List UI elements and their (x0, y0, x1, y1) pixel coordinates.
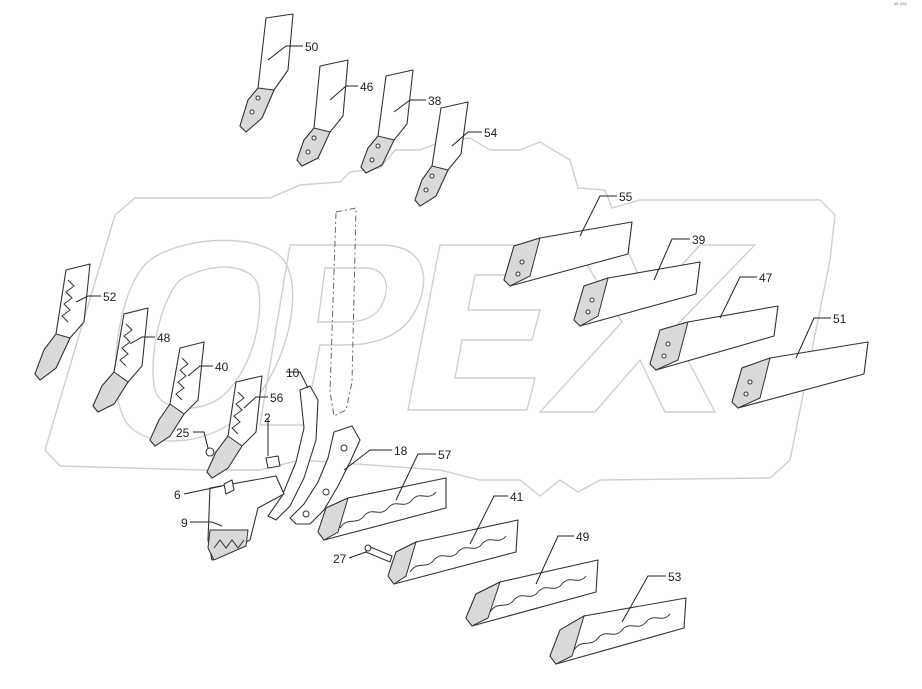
callout-6: 6 (174, 488, 181, 502)
bolt-25 (205, 447, 215, 457)
blade-39 (573, 261, 701, 327)
spike-56 (206, 375, 263, 479)
callout-41: 41 (510, 490, 524, 504)
callout-55: 55 (619, 190, 633, 204)
callout-9: 9 (181, 516, 188, 530)
blade-49 (465, 559, 599, 627)
callout-46: 46 (360, 80, 374, 94)
spike-50 (239, 13, 294, 133)
callout-27: 27 (333, 552, 347, 566)
callout-47: 47 (759, 271, 773, 285)
corner-code: ᴬᴮ·ᴬᴬᴬ (893, 2, 908, 8)
shank-dashed (329, 207, 357, 417)
callout-56: 56 (270, 391, 284, 405)
callout-51: 51 (833, 312, 847, 326)
callout-2: 2 (264, 411, 271, 425)
spike-48 (92, 307, 149, 413)
part-10 (267, 385, 319, 521)
bolt-27 (364, 544, 393, 563)
blade-47 (649, 305, 779, 371)
callout-40: 40 (215, 360, 229, 374)
callout-38: 38 (428, 94, 442, 108)
blade-55 (503, 221, 633, 287)
blade-51 (731, 341, 869, 409)
spike-38 (360, 69, 414, 174)
part-9 (207, 475, 285, 561)
spike-40 (149, 341, 205, 447)
callout-53: 53 (668, 570, 682, 584)
spike-54 (414, 101, 469, 207)
part-18 (289, 425, 361, 525)
callout-48: 48 (157, 331, 171, 345)
blade-53 (549, 597, 687, 665)
bolt-6 (223, 479, 235, 495)
callout-labels: 50 46 38 54 55 39 47 51 52 48 40 56 10 2… (103, 40, 847, 584)
callout-49: 49 (576, 530, 590, 544)
leader-lines (75, 45, 831, 623)
callout-39: 39 (692, 233, 706, 247)
callout-25: 25 (176, 426, 190, 440)
callout-52: 52 (103, 290, 117, 304)
callout-50: 50 (305, 40, 319, 54)
callout-57: 57 (438, 448, 452, 462)
callout-10: 10 (286, 366, 300, 380)
callout-54: 54 (484, 126, 498, 140)
bolt-2 (265, 455, 281, 469)
blade-57 (317, 477, 447, 541)
blade-41 (387, 519, 519, 585)
callout-18: 18 (394, 444, 408, 458)
spike-52 (34, 263, 91, 381)
spike-46 (296, 59, 349, 167)
